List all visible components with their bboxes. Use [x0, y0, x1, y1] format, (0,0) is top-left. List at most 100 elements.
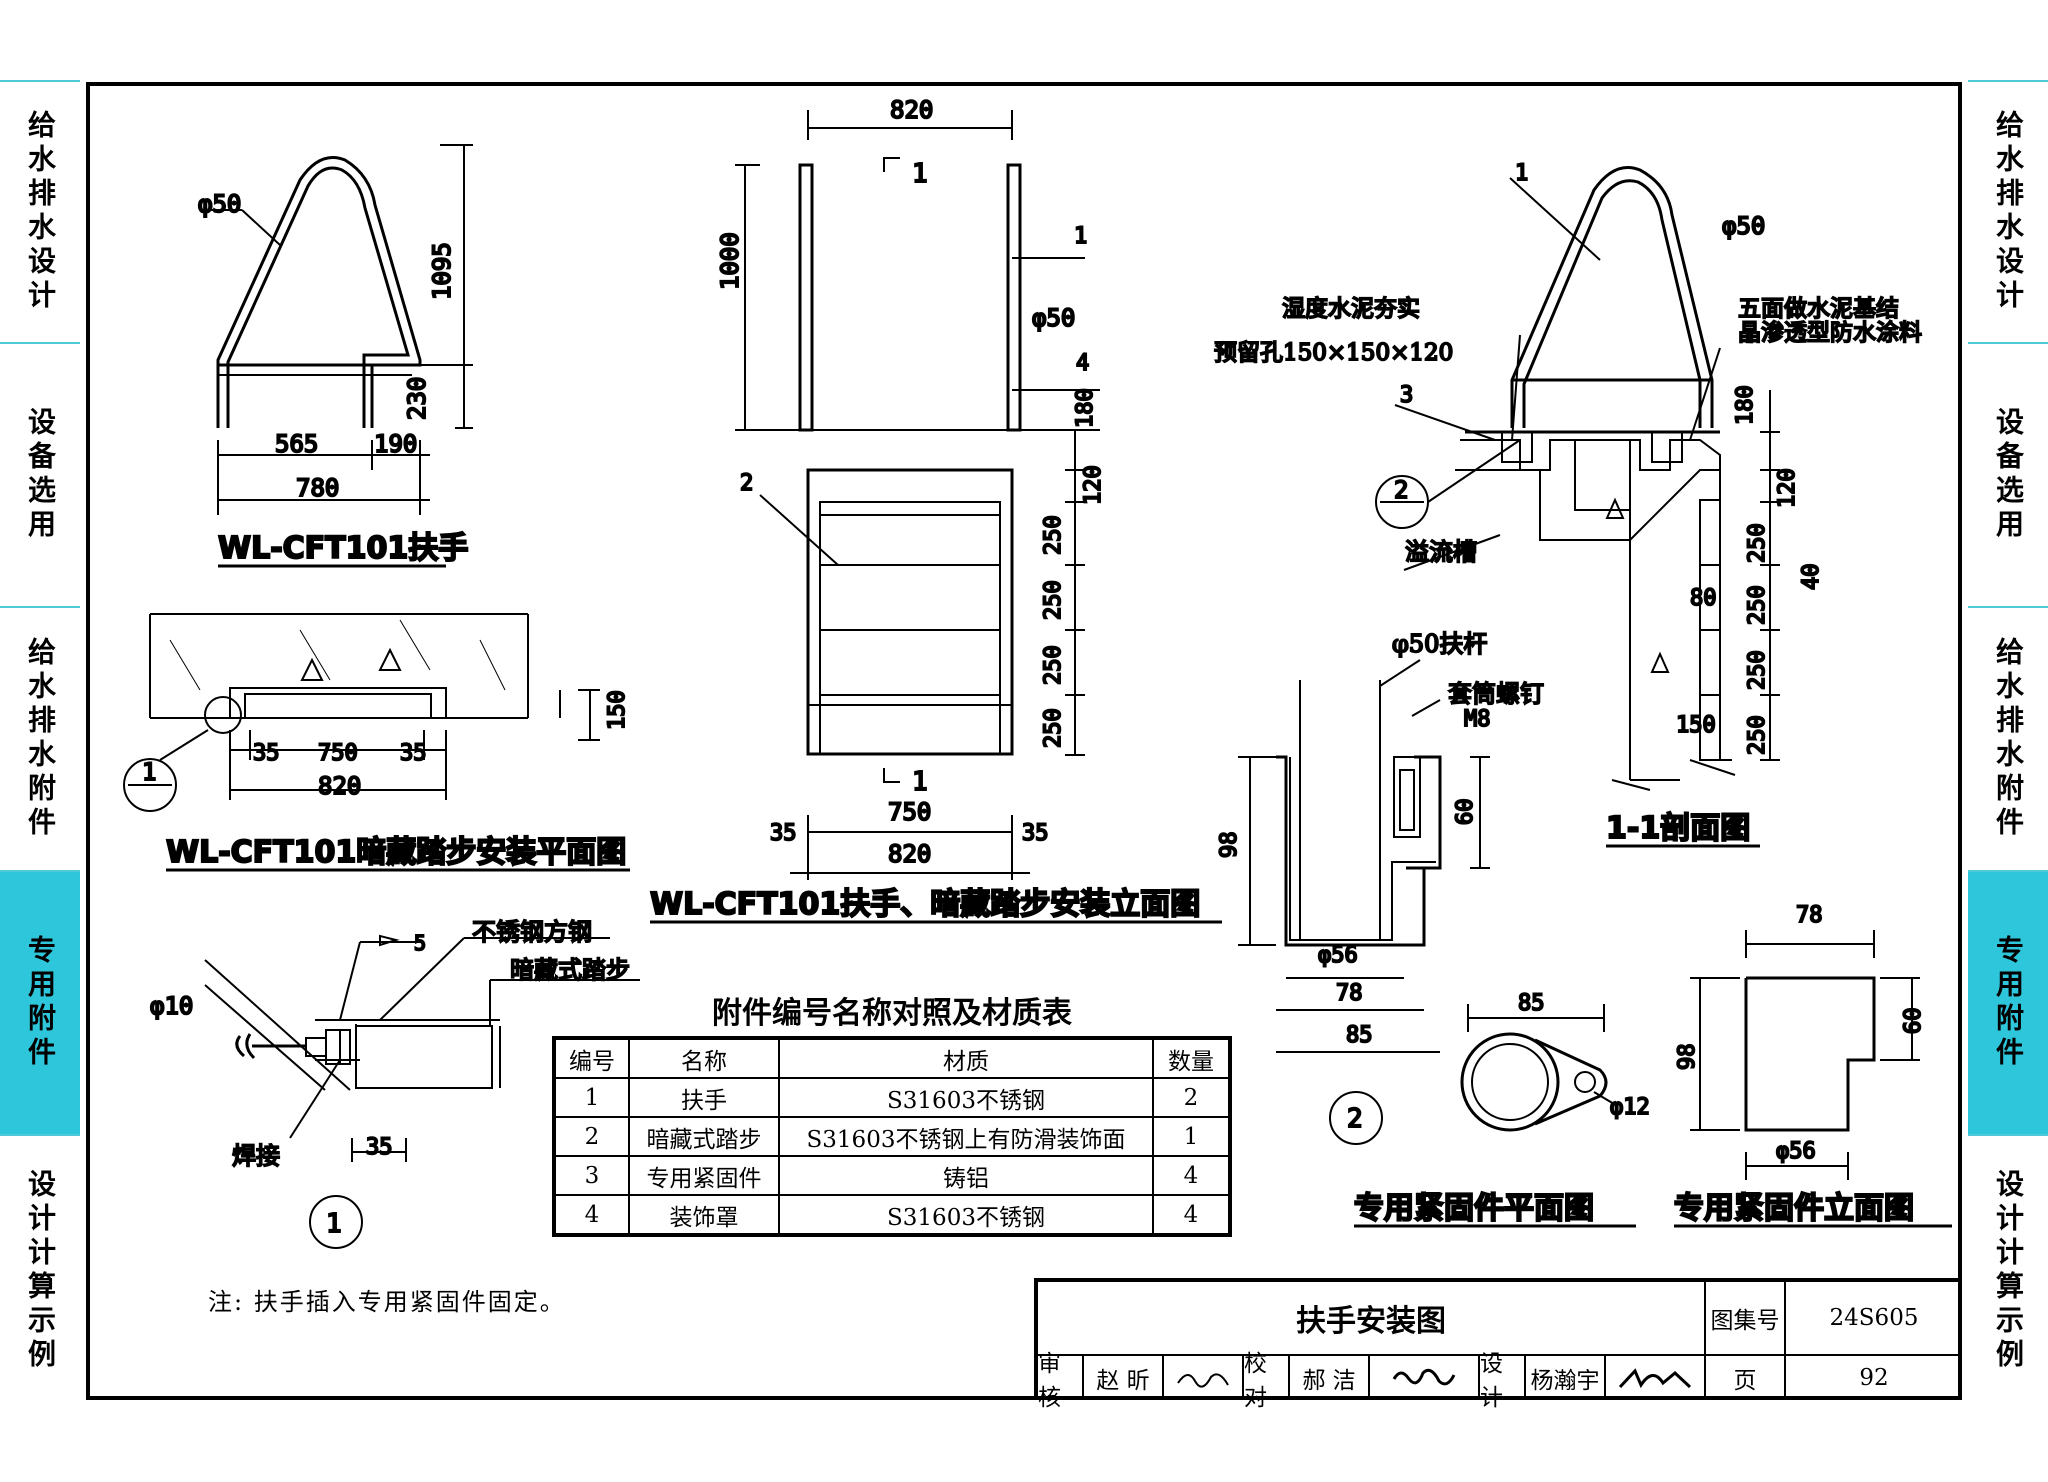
- handrail-dia-label: φ50: [198, 190, 241, 218]
- section-label-coating-1: 五面做水泥基结: [1738, 296, 1899, 322]
- section-dim-250d: 250: [1745, 715, 1770, 755]
- fix-callout-2: 2: [1347, 1104, 1363, 1134]
- cell-qty: 4: [1152, 1194, 1232, 1237]
- fixing-elev-title: 专用紧固件立面图: [1674, 1191, 1914, 1226]
- side-tab-equipment-r[interactable]: 设备选用: [1968, 342, 2048, 606]
- elev-dim-35-left: 35: [770, 821, 797, 846]
- design-label: 设计: [1480, 1351, 1526, 1411]
- side-tab-calc-examples[interactable]: 设计计算示例: [0, 1134, 80, 1406]
- detail1-label-dia10: φ10: [150, 992, 193, 1020]
- section-view-title: 1-1剖面图: [1606, 811, 1750, 846]
- fix-dim-78: 78: [1336, 981, 1363, 1006]
- fixing-plan-drawing: [1460, 1004, 1615, 1132]
- plan-dim-35a: 35: [253, 741, 280, 766]
- section-callout-2: 2: [1394, 476, 1408, 504]
- reviewer-signature: [1164, 1356, 1244, 1400]
- side-tab-special-fittings-r[interactable]: 专用附件: [1968, 870, 2048, 1134]
- side-tab-equipment[interactable]: 设备选用: [0, 342, 80, 606]
- elev-label-1: 1: [1074, 224, 1087, 249]
- elev-dim-35-right: 35: [1022, 821, 1049, 846]
- fixing-section-drawing: [1238, 659, 1490, 1145]
- elev-section-mark-top: 1: [912, 159, 928, 189]
- elev-dim-1000: 1000: [716, 232, 744, 290]
- section-dim-120: 120: [1775, 468, 1800, 508]
- fixelev-dim-98: 98: [1675, 1044, 1700, 1071]
- col-header-name: 名称: [628, 1036, 780, 1079]
- section-dim-40: 40: [1799, 564, 1824, 591]
- elev-dim-250b: 250: [1041, 580, 1066, 620]
- section-dim-250b: 250: [1745, 585, 1770, 625]
- elevation-view-title: WL-CFT101扶手、暗藏踏步安装立面图: [650, 887, 1200, 922]
- checker-name: 郝 洁: [1290, 1356, 1370, 1400]
- parts-table-header-row: 编号 名称 材质 数量: [552, 1036, 1232, 1079]
- plan-dim-150: 150: [605, 690, 630, 730]
- right-side-nav: 给水排水设计 设备选用 给水排水附件 专用附件 设计计算示例: [1968, 80, 2048, 1406]
- detail1-label-square-steel: 不锈钢方钢: [472, 918, 592, 946]
- plan-callout-1: 1: [142, 758, 156, 786]
- drawing-title: 扶手安装图: [1038, 1282, 1706, 1356]
- side-tab-special-fittings[interactable]: 专用附件: [0, 870, 80, 1134]
- elevation-view-drawing: [735, 110, 1100, 880]
- fix-dim-60: 60: [1453, 799, 1478, 826]
- col-header-no: 编号: [552, 1036, 630, 1079]
- fixelev-dim-78: 78: [1796, 903, 1823, 928]
- section-view-drawing: [1375, 166, 1780, 791]
- cell-qty: 1: [1152, 1116, 1232, 1157]
- fix-dim-85: 85: [1346, 1023, 1373, 1048]
- table-row: 1 扶手 S31603不锈钢 2: [552, 1077, 1232, 1118]
- cell-material: S31603不锈钢: [778, 1077, 1154, 1118]
- cell-no: 4: [552, 1194, 630, 1237]
- detail1-label-weld: 焊接: [232, 1142, 280, 1170]
- plan-dim-35b: 35: [400, 741, 427, 766]
- fix-label-rod: φ50扶杆: [1392, 630, 1487, 658]
- fixelev-dim-56: φ56: [1776, 1139, 1816, 1164]
- plan-dim-820: 820: [318, 772, 361, 800]
- handrail-title: WL-CFT101扶手: [218, 531, 468, 566]
- plan-dim-750: 750: [318, 741, 358, 766]
- side-tab-water-design[interactable]: 给水排水设计: [0, 80, 80, 342]
- cell-no: 3: [552, 1155, 630, 1196]
- section-dim-180: 180: [1733, 385, 1758, 425]
- review-label: 审核: [1038, 1351, 1084, 1411]
- elev-dim-250d: 250: [1041, 708, 1066, 748]
- check-label: 校对: [1244, 1351, 1290, 1411]
- atlas-number: 24S605: [1786, 1282, 1962, 1356]
- section-label-1: 1: [1515, 161, 1528, 186]
- title-block: 扶手安装图 图集号 24S605 审核 赵 昕 校对 郝 洁 设计 杨瀚宇 页 …: [1034, 1278, 1962, 1411]
- elev-label-4: 4: [1076, 351, 1089, 376]
- section-dim-250c: 250: [1745, 650, 1770, 690]
- side-tab-water-fittings[interactable]: 给水排水附件: [0, 606, 80, 870]
- section-label-dia: φ50: [1722, 212, 1765, 240]
- cell-no: 2: [552, 1116, 630, 1157]
- fixing-plan-title: 专用紧固件平面图: [1354, 1191, 1594, 1226]
- designer-name: 杨瀚宇: [1526, 1356, 1606, 1400]
- side-tab-calc-examples-r[interactable]: 设计计算示例: [1968, 1134, 2048, 1406]
- left-side-nav: 给水排水设计 设备选用 给水排水附件 专用附件 设计计算示例: [0, 80, 80, 1406]
- elev-dim-120: 120: [1081, 465, 1106, 505]
- designer-signature: [1606, 1356, 1706, 1400]
- section-label-coating-2: 晶渗透型防水涂料: [1738, 320, 1922, 346]
- detail1-dim-35: 35: [366, 1135, 393, 1160]
- elev-dim-820-bottom: 820: [888, 840, 931, 868]
- cell-name: 装饰罩: [628, 1194, 780, 1237]
- detail1-label-hidden-step: 暗藏式踏步: [510, 956, 630, 984]
- handrail-dim-1095: 1095: [428, 242, 456, 300]
- cell-material: S31603不锈钢: [778, 1194, 1154, 1237]
- elev-label-dia: φ50: [1032, 304, 1075, 332]
- handrail-dim-230: 230: [403, 377, 431, 420]
- plan-view-title: WL-CFT101暗藏踏步安装平面图: [166, 835, 626, 870]
- parts-table: 编号 名称 材质 数量 1 扶手 S31603不锈钢 2 2 暗藏式踏步 S31…: [552, 1036, 1232, 1237]
- table-row: 4 装饰罩 S31603不锈钢 4: [552, 1194, 1232, 1237]
- cell-name: 扶手: [628, 1077, 780, 1118]
- fix-label-m8: M8: [1464, 707, 1491, 732]
- fixing-elev-drawing: [1690, 930, 1920, 1180]
- section-label-reserved-hole: 预留孔150×150×120: [1214, 340, 1453, 366]
- elev-dim-250a: 250: [1041, 515, 1066, 555]
- elev-dim-180: 180: [1073, 388, 1098, 428]
- side-tab-water-fittings-r[interactable]: 给水排水附件: [1968, 606, 2048, 870]
- side-tab-water-design-r[interactable]: 给水排水设计: [1968, 80, 2048, 342]
- fix-dim-56: φ56: [1318, 943, 1358, 968]
- section-dim-250a: 250: [1745, 523, 1770, 563]
- section-label-3: 3: [1400, 383, 1413, 408]
